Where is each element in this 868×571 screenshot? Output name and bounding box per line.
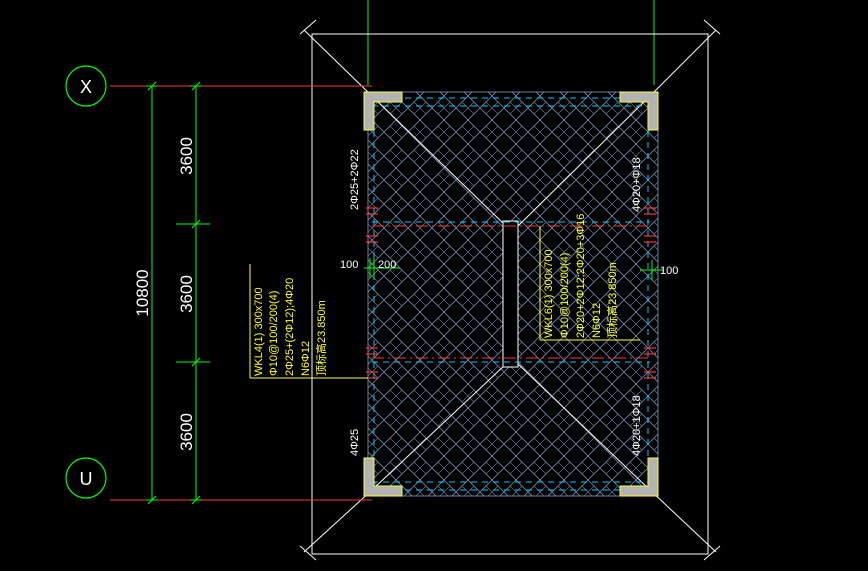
- rebar-ticks: [366, 207, 656, 379]
- beam-left-line5: 顶标高23.850m: [314, 300, 328, 376]
- axis-label-x: X: [80, 77, 92, 97]
- beam-left-line4: N6Φ12: [300, 341, 312, 376]
- dimension-total-label: 10800: [133, 269, 152, 316]
- beam-right-line4: N6Φ12: [591, 303, 603, 338]
- rebar-label-right-bottom: 4Φ20+1Φ18: [631, 395, 643, 456]
- beam-edges: [372, 97, 650, 491]
- beam-right-line5: 顶标高23.850m: [605, 262, 619, 338]
- axis-bubble-u[interactable]: U: [65, 457, 107, 499]
- dimension-lines: [146, 81, 664, 505]
- dimension-segment-2-label: 3600: [177, 275, 196, 313]
- beam-left-line2: Φ10@100/200(4): [268, 291, 280, 376]
- hip-ridge-lines: [371, 95, 651, 491]
- beam-left-line3: 2Φ25+(2Φ12);4Φ20: [284, 278, 296, 376]
- beam-right-line2: Φ10@100/200(4): [559, 253, 571, 338]
- rebar-label-right-top: 4Φ20+Φ18: [631, 157, 643, 212]
- column-bottom-right: [619, 457, 659, 497]
- column-top-right: [619, 91, 659, 131]
- ridge-box: [502, 220, 519, 368]
- axis-bubble-x[interactable]: X: [65, 65, 107, 107]
- beam-annotation-left[interactable]: WKL4(1) 300x700 Φ10@100/200(4) 2Φ25+(2Φ1…: [249, 264, 368, 379]
- offset-far-right-label: 100: [660, 265, 678, 277]
- offset-right-label: 200: [378, 259, 396, 271]
- beam-right-line1: WKL6(1) 300x700: [543, 249, 555, 338]
- column-top-left: [363, 91, 403, 131]
- axis-label-u: U: [80, 469, 93, 489]
- offset-left-label: 100: [340, 259, 358, 271]
- beam-annotation-right[interactable]: WKL6(1) 300x700 Φ10@100/200(4) 2Φ20+2Φ12…: [539, 214, 640, 341]
- rebar-label-left-top: 2Φ25+2Φ22: [349, 149, 361, 210]
- column-bottom-left: [363, 457, 403, 497]
- dimension-segment-3-label: 3600: [177, 413, 196, 451]
- rebar-label-left-bottom: 4Φ25: [349, 429, 361, 456]
- beam-right-line3: 2Φ20+2Φ12;2Φ20+3Φ16: [575, 214, 587, 338]
- beam-left-line1: WKL4(1) 300x700: [253, 287, 265, 376]
- dimension-segment-1-label: 3600: [177, 137, 196, 175]
